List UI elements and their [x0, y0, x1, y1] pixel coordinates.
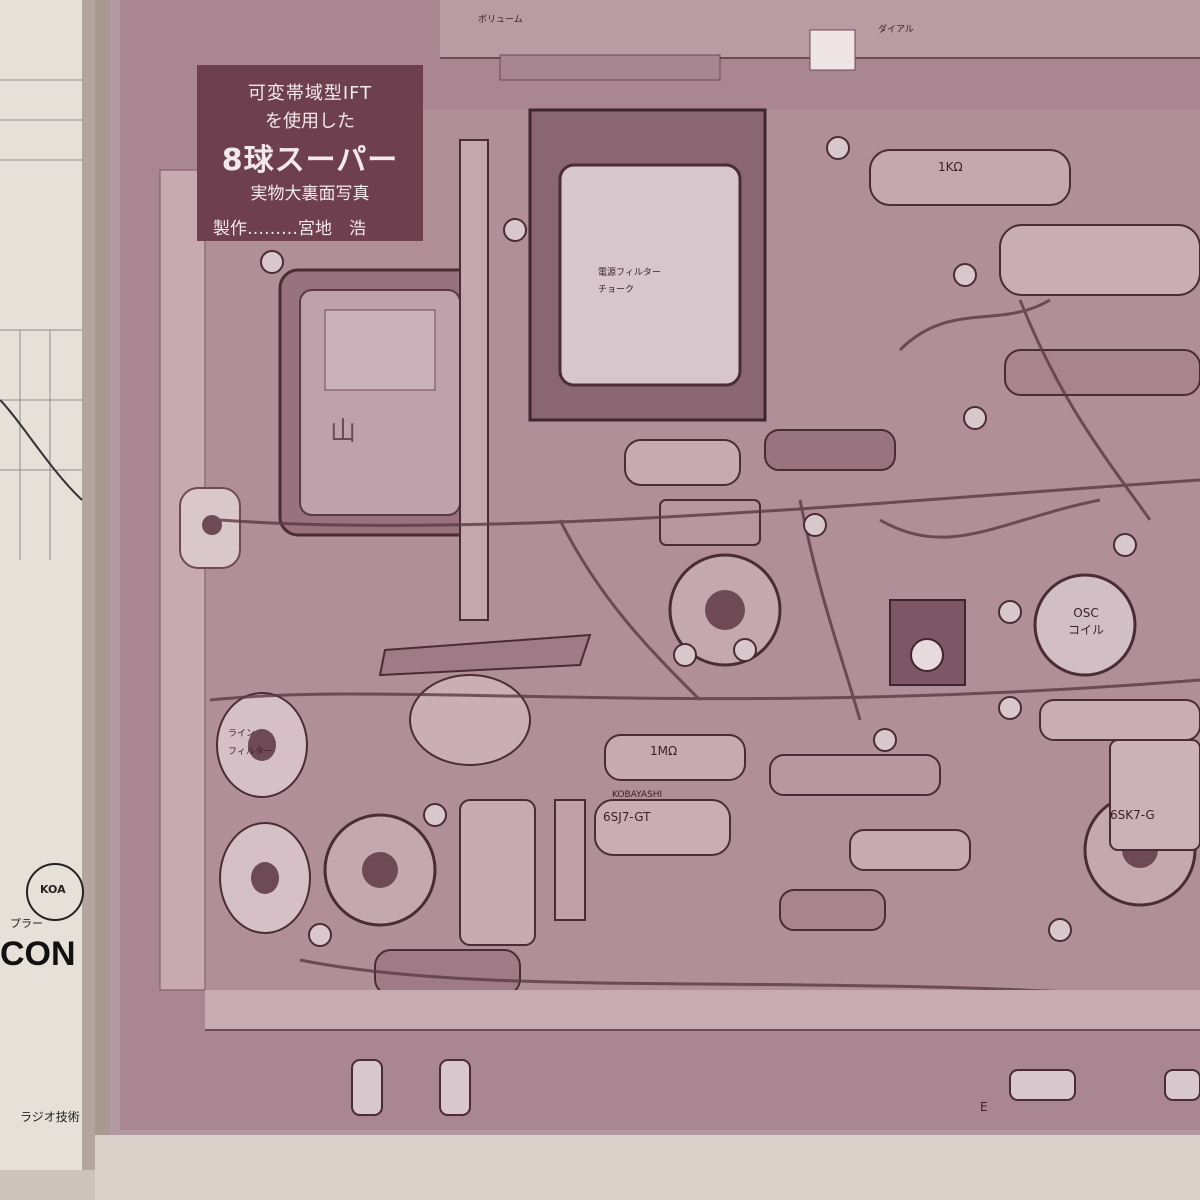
brand-fragment: CON [0, 935, 76, 973]
bottom-terminals [351, 1059, 1200, 1116]
title-line-1: 可変帯域型IFT [247, 83, 373, 104]
label-resistor-1m: 1MΩ [650, 744, 678, 758]
label-volume: ボリューム [478, 15, 523, 25]
volume-shaft [459, 139, 489, 621]
chassis-bottom-edge [205, 990, 1200, 1030]
page-bottom-edge [95, 1135, 1200, 1200]
capacitor-right [1109, 739, 1200, 851]
resistor-c [769, 754, 941, 796]
resistor-1m [604, 734, 746, 781]
shaft-plate [378, 633, 592, 677]
resistor-large [999, 224, 1200, 296]
title-box: 可変帯域型IFT を使用した 8球スーパー 実物大裏面写真 製作………宮地 浩 [197, 65, 423, 241]
resistor-b [764, 429, 896, 471]
koa-logo-circle [26, 863, 84, 921]
top-bracket [499, 54, 721, 81]
title-line-2: を使用した [265, 111, 355, 132]
label-e: E [980, 1100, 988, 1114]
osc-coil [1033, 573, 1137, 677]
title-main: 8球スーパー [221, 143, 399, 178]
koa-logo-text: KOA [40, 883, 66, 896]
left-rail [159, 169, 206, 991]
capacitor-6sj7 [594, 799, 731, 856]
capacitor-a [659, 499, 761, 546]
coupler-fragment: プラー [10, 917, 43, 930]
gutter-shadow [82, 0, 112, 1170]
left-page-footer: ラジオ技術 [20, 1110, 80, 1124]
resistor-e [779, 889, 886, 931]
left-page [0, 0, 95, 1170]
label-kobayashi: KOBAYASHI [612, 790, 663, 800]
resistor-mid [1004, 349, 1200, 396]
resistor-a [624, 439, 741, 486]
capacitor-vertical [459, 799, 536, 946]
label-line-filter: ライン フィルター [228, 729, 273, 757]
svg-text:山: 山 [330, 417, 356, 447]
left-page-graph [0, 79, 83, 560]
resistor-d [849, 829, 971, 871]
dial-bracket [809, 29, 856, 71]
label-tube-6sj7: 6SJ7-GT [603, 810, 651, 824]
label-osc-coil: OSC コイル [1068, 606, 1105, 637]
label-dial: ダイアル [878, 25, 914, 35]
title-author: 製作………宮地 浩 [213, 219, 366, 239]
resistor-1k [869, 149, 1071, 206]
volume-pot [409, 674, 531, 766]
resistor-right [1039, 699, 1200, 741]
title-subtitle: 実物大裏面写真 [250, 184, 370, 204]
label-tube-6sk7: 6SK7-G [1110, 808, 1155, 822]
label-choke: 電源フィルター チョーク [598, 268, 661, 295]
label-resistor-1k: 1KΩ [938, 160, 963, 174]
